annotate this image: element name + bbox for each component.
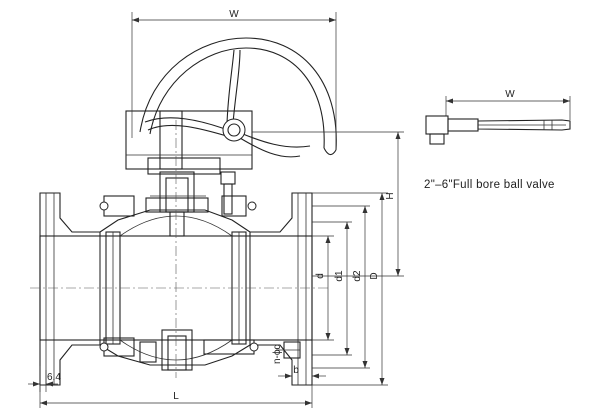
label-w-side: W: [505, 89, 515, 100]
dimension-d: d: [312, 235, 334, 341]
handwheel: [139, 37, 337, 158]
dimension-n-phi-d: n-ϕd: [272, 344, 300, 364]
label-flange-offset: 6.4: [47, 372, 61, 383]
dimension-b: b: [278, 360, 326, 380]
label-d2: d2: [352, 270, 363, 282]
label-w-main: W: [229, 9, 239, 20]
dimension-w-main: W: [131, 9, 337, 150]
label-d1: d1: [334, 270, 345, 282]
gearbox: [125, 110, 253, 175]
center-lines: [30, 120, 330, 378]
lever-detail: W: [425, 89, 571, 145]
dimension-l: L: [39, 385, 313, 408]
dimension-d1: d1: [312, 221, 352, 356]
dimension-D: D: [312, 192, 388, 386]
dimension-d2: d2: [312, 205, 370, 369]
label-l: L: [173, 391, 179, 402]
label-n-phi-d: n-ϕd: [272, 344, 283, 364]
label-h: H: [385, 192, 396, 199]
caption: 2"–6"Full bore ball valve: [424, 179, 555, 191]
label-D: D: [369, 272, 380, 279]
dimension-flange-offset: 6.4: [28, 366, 61, 392]
label-d: d: [315, 273, 326, 279]
label-b: b: [293, 365, 299, 376]
